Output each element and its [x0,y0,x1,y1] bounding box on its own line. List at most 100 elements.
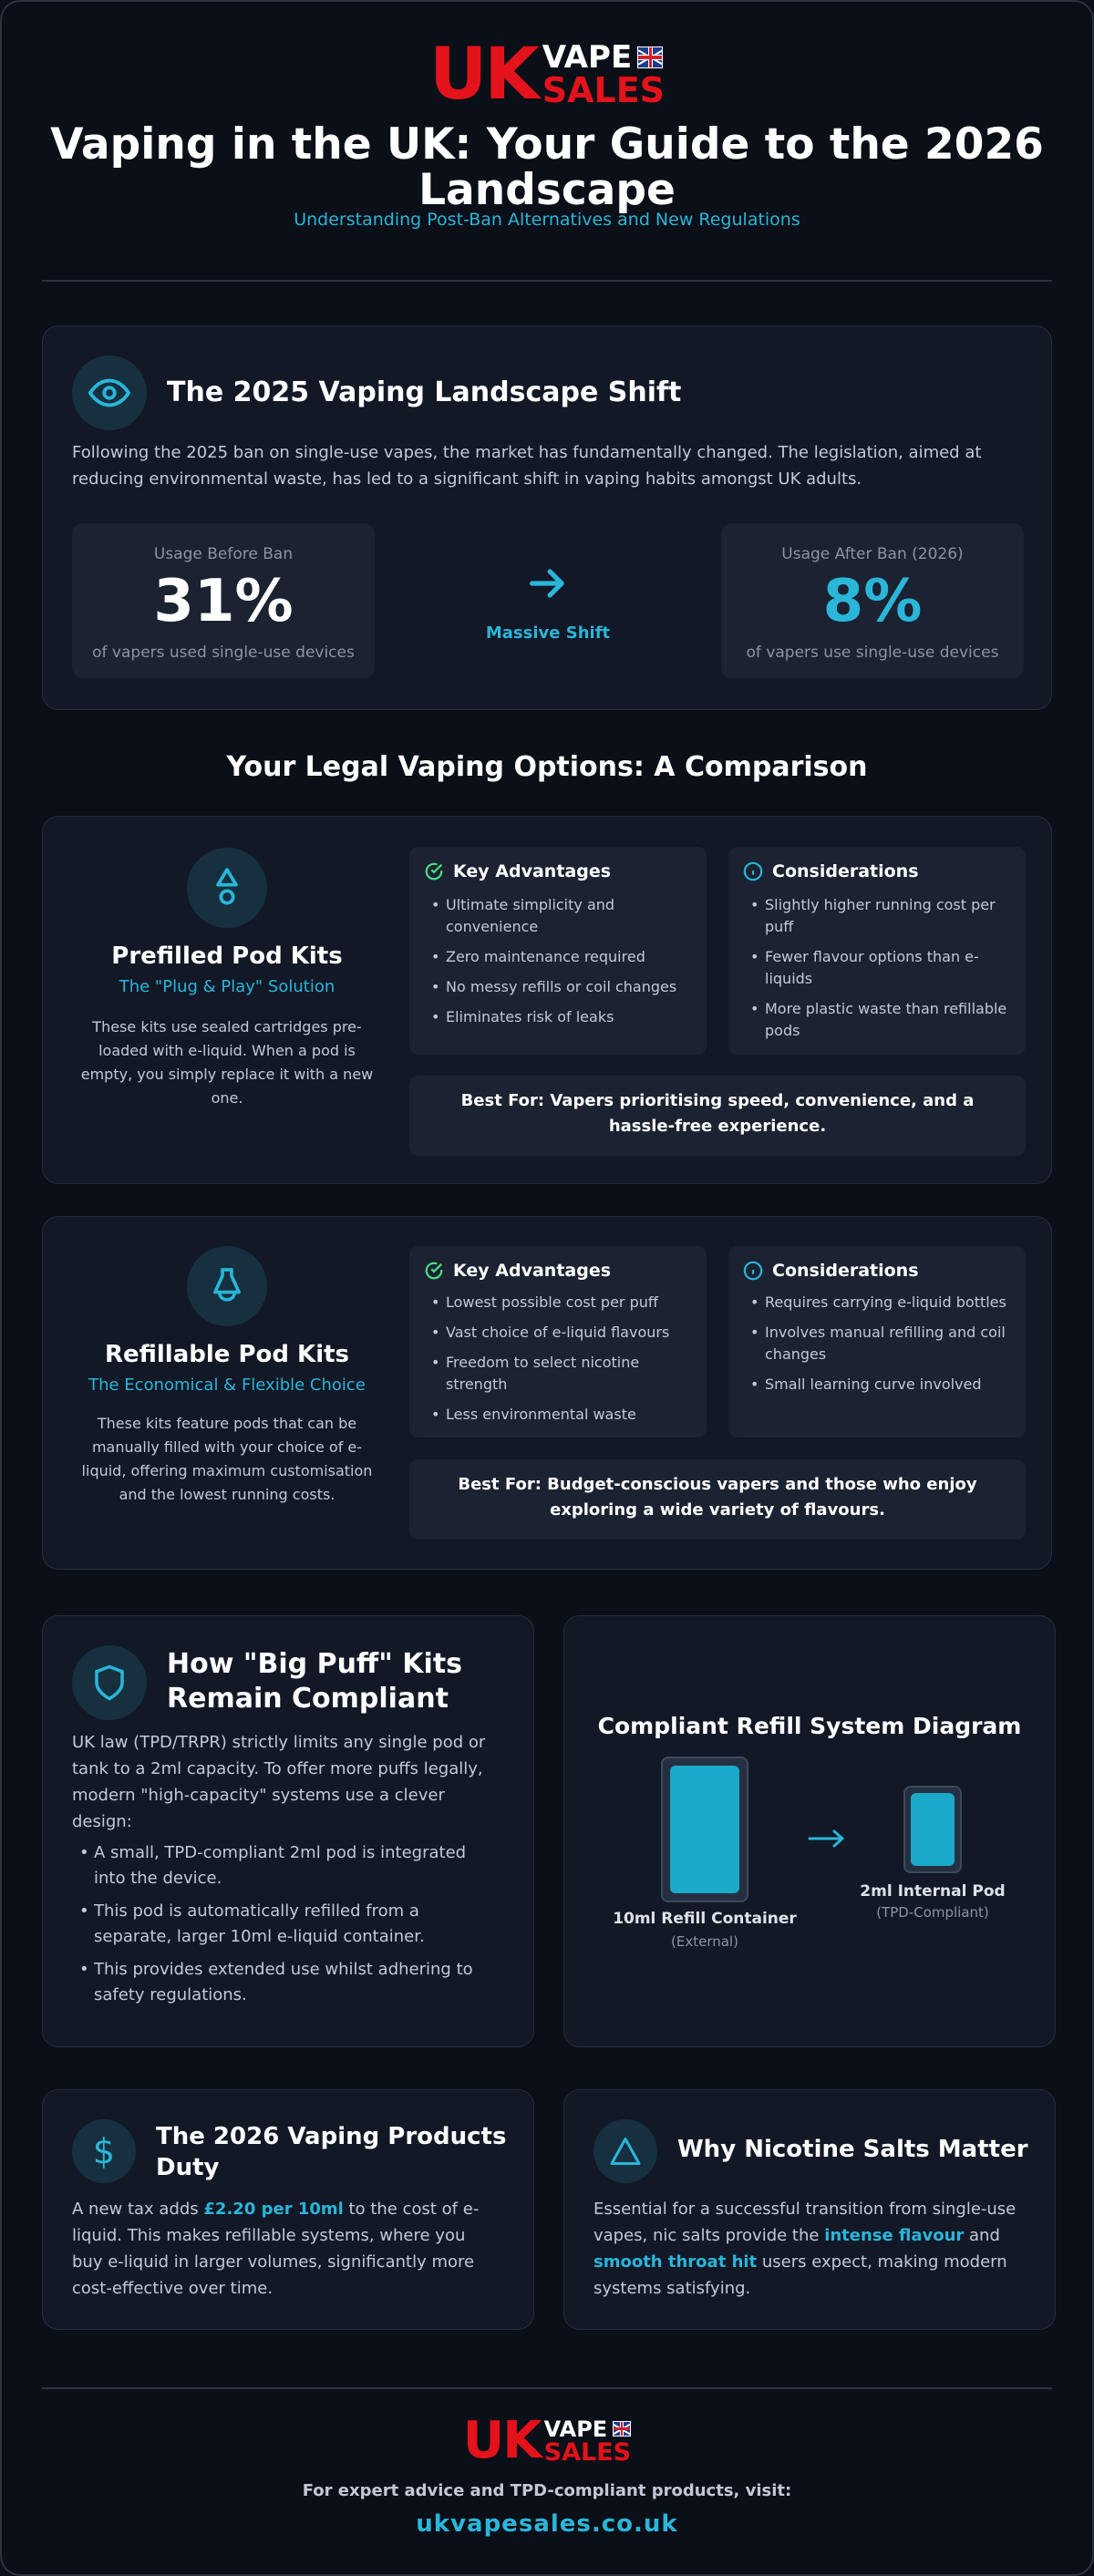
refillable-name: Refillable Pod Kits [104,1341,350,1368]
refill-container-label: 10ml Refill Container [613,1910,797,1928]
list-item: No messy refills or coil changes [431,976,692,998]
arrow-right-icon [808,1829,844,1848]
advantages-title: Key Advantages [453,1261,612,1281]
footer-url-link[interactable]: ukvapesales.co.uk [416,2510,678,2538]
prefilled-sub: The "Plug & Play" Solution [119,977,335,996]
list-item: Fewer flavour options than e-liquids [750,946,1011,990]
footer-logo: UK VAPE SALES [42,2416,1052,2467]
list-item: Requires carrying e-liquid bottles [750,1292,1011,1314]
page-subtitle: Understanding Post-Ban Alternatives and … [294,210,800,230]
logo-uk: UK [462,2411,542,2470]
comparison-title: Your Legal Vaping Options: A Comparison [226,751,868,783]
considerations-title: Considerations [772,861,919,881]
eye-icon [72,355,147,430]
list-item: Lowest possible cost per puff [431,1292,692,1314]
big-puff-points: A small, TPD-compliant 2ml pod is integr… [79,1840,497,2015]
massive-shift-label: Massive Shift [485,623,611,643]
prefilled-adv-list: Ultimate simplicity and convenience Zero… [431,894,692,1036]
salts-title: Why Nicotine Salts Matter [677,2136,1028,2163]
dollar-icon: $ [72,2119,136,2183]
logo-vape: VAPE [542,39,633,76]
prefilled-name: Prefilled Pod Kits [111,943,343,970]
big-puff-text: UK law (TPD/TRPR) strictly limits any si… [72,1733,486,1831]
nicotine-salts-card: Why Nicotine Salts Matter Essential for … [563,2089,1056,2330]
prefilled-con-list: Slightly higher running cost per puff Fe… [750,894,1011,1050]
logo-sales: SALES [543,2437,632,2467]
shift-text: Following the 2025 ban on single-use vap… [72,443,982,489]
list-item: A small, TPD-compliant 2ml pod is integr… [79,1840,497,1891]
arrow-right-icon [530,569,564,598]
internal-pod-shape [903,1786,962,1873]
footer-text: For expert advice and TPD-compliant prod… [302,2481,792,2500]
advantages-title: Key Advantages [453,861,612,881]
info-icon [743,1261,763,1281]
list-item: Slightly higher running cost per puff [750,894,1011,938]
stat-before-value: 31% [153,568,294,635]
duty-text-2: to the cost of e-liquid. This makes refi… [72,2200,480,2298]
divider [42,280,1052,282]
refillable-con-list: Requires carrying e-liquid bottles Invol… [750,1292,1011,1404]
duty-title: The 2026 Vaping Products Duty [156,2123,507,2181]
warning-triangle-icon [593,2119,657,2183]
salts-text-1: Essential for a successful transition fr… [593,2200,1017,2245]
shift-middle: Massive Shift [375,560,721,643]
refillable-considerations: Considerations Requires carrying e-liqui… [728,1246,1026,1437]
salts-text: Essential for a successful transition fr… [593,2196,1018,2302]
stat-before-desc: of vapers used single-use devices [92,644,355,662]
duty-text-1: A new tax adds [72,2200,204,2219]
internal-pod-label: 2ml Internal Pod [860,1882,1006,1901]
check-circle-icon [425,862,443,881]
refillable-best-for: Best For: Budget-conscious vapers and th… [409,1459,1026,1540]
bottle-icon [187,1246,267,1326]
prefilled-desc: These kits use sealed cartridges pre-loa… [80,1018,374,1107]
stat-after-value: 8% [822,568,923,635]
diagram-title: Compliant Refill System Diagram [597,1713,1022,1739]
list-item: Freedom to select nicotine strength [431,1352,692,1396]
uk-flag-icon [613,2421,632,2437]
salts-text-3: users expect, making modern systems sati… [593,2252,1007,2298]
list-item: Less environmental waste [431,1404,692,1426]
list-item: More plastic waste than refillable pods [750,998,1011,1042]
list-item: Involves manual refilling and coil chang… [750,1322,1011,1365]
brand-logo: UK VAPE SALES [42,38,1052,111]
refillable-adv-list: Lowest possible cost per puff Vast choic… [431,1292,692,1434]
list-item: This provides extended use whilst adheri… [79,1957,497,2008]
duty-text: A new tax adds £2.20 per 10ml to the cos… [72,2196,490,2302]
refillable-desc: These kits feature pods that can be manu… [81,1415,373,1503]
list-item: Small learning curve involved [750,1374,1011,1396]
uk-flag-icon [637,46,664,68]
refillable-sub: The Economical & Flexible Choice [88,1376,366,1395]
check-circle-icon [425,1262,443,1280]
refillable-advantages: Key Advantages Lowest possible cost per … [409,1246,707,1437]
internal-pod-sub: (TPD-Compliant) [876,1904,989,1921]
refillable-card: Refillable Pod Kits The Economical & Fle… [42,1216,1052,1570]
stat-after-label: Usage After Ban (2026) [781,545,964,563]
list-item: Eliminates risk of leaks [431,1006,692,1028]
salts-text-2: and [964,2226,1000,2245]
considerations-title: Considerations [772,1261,919,1281]
prefilled-best-for: Best For: Vapers prioritising speed, con… [409,1076,1026,1156]
stat-before: Usage Before Ban 31% of vapers used sing… [72,523,375,678]
refill-container-shape [661,1757,748,1902]
refill-container-sub: (External) [671,1933,738,1950]
stat-before-label: Usage Before Ban [153,545,294,563]
shield-icon [72,1645,147,1720]
page-title: Vaping in the UK: Your Guide to the 2026… [50,119,1044,215]
stat-after-desc: of vapers use single-use devices [746,644,999,662]
refill-diagram-card: Compliant Refill System Diagram 10ml Ref… [563,1615,1056,2047]
salts-highlight-2: smooth throat hit [593,2252,758,2272]
list-item: Vast choice of e-liquid flavours [431,1322,692,1344]
landscape-shift-card: The 2025 Vaping Landscape Shift Followin… [42,325,1052,710]
list-item: Ultimate simplicity and convenience [431,894,692,938]
big-puff-title: How "Big Puff" Kits Remain Compliant [167,1648,463,1715]
list-item: This pod is automatically refilled from … [79,1899,497,1950]
prefilled-considerations: Considerations Slightly higher running c… [728,847,1026,1055]
duty-amount: £2.20 per 10ml [203,2200,344,2219]
stat-after: Usage After Ban (2026) 8% of vapers use … [721,523,1024,678]
logo-uk: UK [428,34,540,116]
shift-title: The 2025 Vaping Landscape Shift [167,376,682,408]
salts-highlight-1: intense flavour [824,2226,965,2245]
divider [42,2387,1052,2389]
logo-vape: VAPE [543,2416,608,2442]
